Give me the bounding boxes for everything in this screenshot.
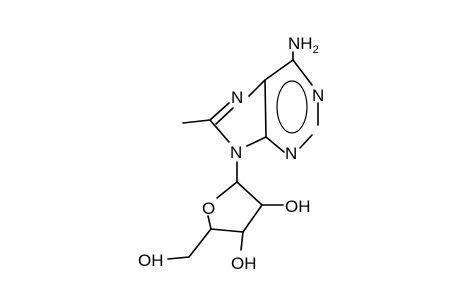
atom-oh-5p: OH (138, 251, 164, 270)
bond-c5p-oh (167, 256, 190, 260)
bond-c2p-c3p (242, 204, 263, 233)
bond-c8-methyl (182, 119, 211, 124)
amine-subscript: 2 (313, 44, 319, 56)
atom-labels: NH2 N N N N O OH OH OH (138, 34, 324, 273)
bond-c3p-c4p (210, 228, 244, 233)
amine-label: NH2 (288, 34, 319, 56)
bond-c4-c5 (264, 79, 267, 138)
bond-n7-c8-a (209, 102, 230, 121)
atom-n3: N (285, 144, 297, 163)
bond-c3p-oh (240, 231, 244, 251)
bond-c1p-c2p (236, 181, 263, 206)
atom-oh-2p: OH (285, 197, 311, 216)
atom-n7: N (231, 88, 243, 107)
bond-c2-n3 (299, 134, 313, 149)
bond-c4p-c5p (188, 228, 212, 258)
bond-n7-c8-b (215, 107, 234, 125)
bond-c6-c5 (264, 59, 294, 81)
atom-n1: N (312, 86, 324, 105)
bond-c5-n7 (248, 79, 266, 97)
bonds (167, 51, 319, 260)
bond-c6-n1 (292, 59, 313, 86)
aromatic-ring-circle (276, 80, 308, 134)
atom-o4p: O (202, 199, 215, 218)
bond-c1p-o4p (216, 181, 238, 199)
bond-c4p-o4p (207, 215, 212, 230)
atom-oh-3p: OH (231, 254, 257, 273)
bond-n9-c4 (246, 136, 267, 147)
amine-nh: NH (288, 34, 313, 53)
atom-n9: N (230, 143, 242, 162)
bond-n3-c4 (265, 136, 285, 153)
bond-c8-n9 (209, 119, 230, 143)
